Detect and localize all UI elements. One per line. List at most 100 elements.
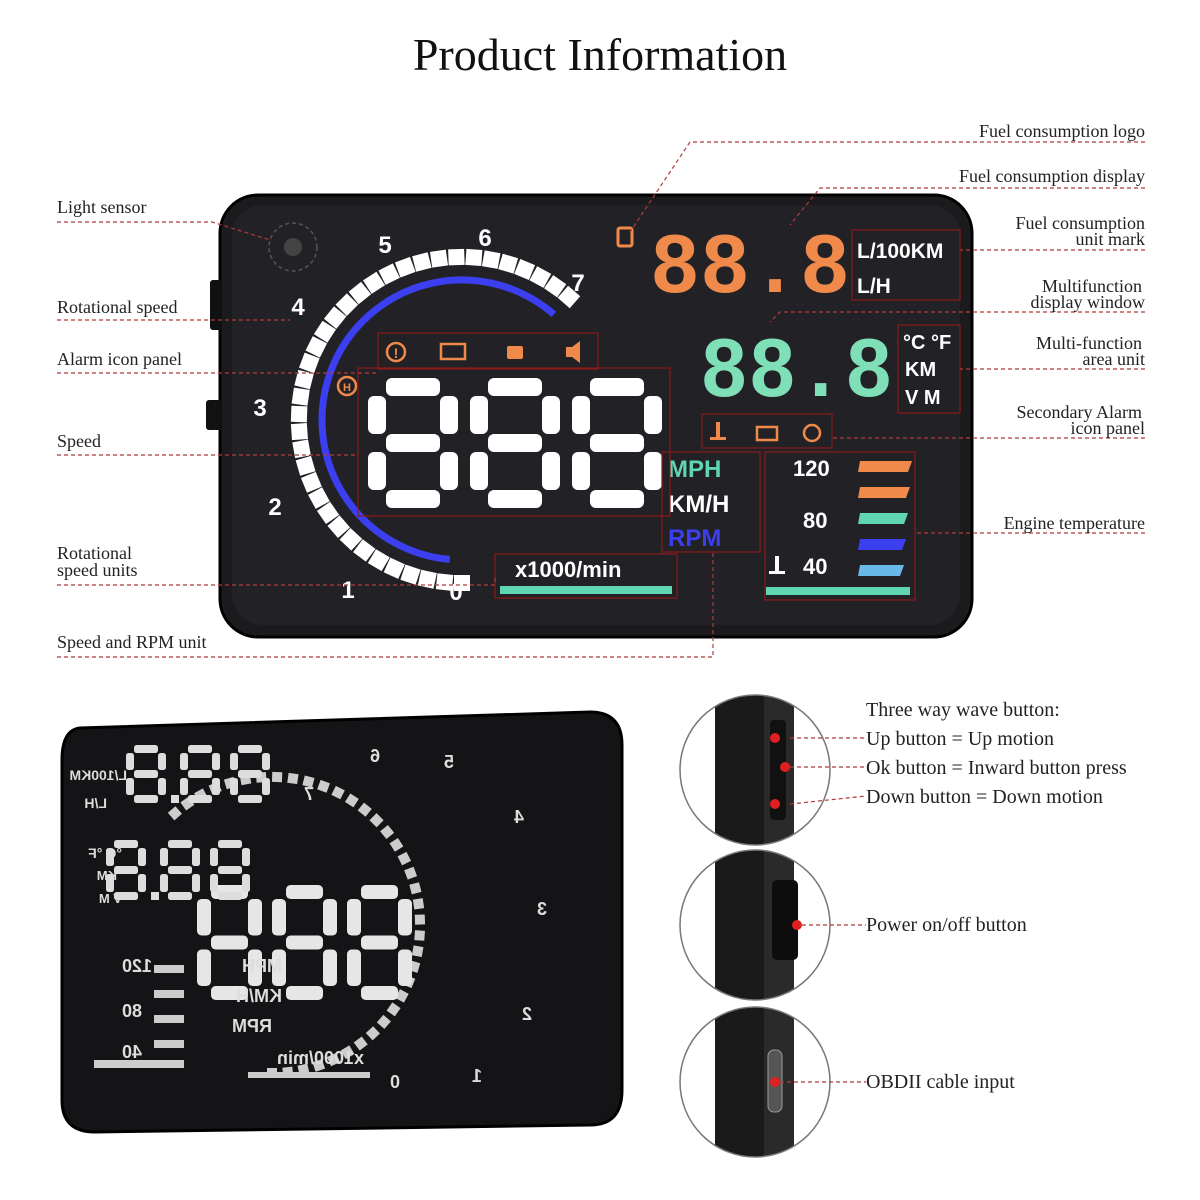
segment — [248, 949, 262, 986]
segment — [248, 899, 262, 936]
temp-80: 80 — [122, 1001, 142, 1021]
rpm-arc — [318, 276, 557, 563]
rpm-tick — [340, 1045, 355, 1060]
obd-port-marker — [770, 1077, 780, 1087]
box-secondary-alarm — [701, 413, 833, 449]
temp-bar — [858, 539, 906, 550]
gauge-number-5: 5 — [444, 752, 454, 772]
segment — [262, 778, 270, 795]
rpm-tick — [367, 549, 390, 572]
coolant-temp-icon — [710, 422, 726, 440]
gauge-number-7: 7 — [304, 784, 314, 804]
rpm-tick — [380, 824, 395, 840]
label-engine-temp: Engine temperature — [1003, 513, 1145, 533]
rpm-tick — [326, 1052, 341, 1067]
segment — [470, 452, 488, 490]
rpm-tick — [312, 1059, 326, 1072]
rpm-tick — [465, 248, 483, 266]
segment — [488, 378, 542, 396]
segment — [218, 892, 242, 900]
decimal-point — [151, 892, 159, 900]
rpm-tick — [291, 387, 310, 406]
rpm-tick — [498, 253, 519, 274]
rpm-tick — [529, 266, 552, 288]
rpm-tick — [287, 772, 299, 785]
segment — [126, 753, 134, 770]
rpm-tick — [429, 249, 449, 268]
segment — [211, 935, 248, 950]
unit-kmh: KM/H — [668, 491, 729, 518]
gauge-number-0: 0 — [390, 1072, 400, 1092]
segment — [590, 490, 644, 508]
ok-button-note: Ok button = Inward button press — [866, 757, 1127, 779]
temp-bar — [858, 487, 910, 498]
speed-digits — [197, 885, 412, 1000]
rpm-tick — [353, 1036, 368, 1051]
temp-bar — [154, 965, 184, 973]
rpm-tick — [339, 527, 363, 551]
segment — [168, 866, 192, 874]
side-button — [210, 280, 222, 330]
warning-icon: ! — [385, 341, 407, 363]
rpm-tick — [481, 250, 501, 269]
page-title: Product Information — [412, 29, 788, 80]
temp-120: 120 — [793, 456, 830, 481]
fuel-unit-l100km: L/100KM — [69, 767, 127, 783]
rpm-tick — [454, 575, 470, 591]
segment — [238, 770, 262, 778]
fuel-digits — [126, 745, 270, 803]
label-secondary-alarm-1: Secondary Alarm — [1016, 402, 1142, 422]
rpm-tick — [335, 293, 359, 316]
coffee-cup-icon — [507, 346, 523, 359]
segment — [168, 892, 192, 900]
rpm-tick — [435, 573, 454, 591]
label-speed-rpm-unit: Speed and RPM unit — [57, 632, 207, 652]
gauge-number-2: 2 — [522, 1004, 532, 1024]
rpm-tick — [300, 471, 322, 493]
segment — [440, 396, 458, 434]
rpm-tick — [357, 802, 372, 817]
rpm-unit-label: x1000/min — [515, 557, 621, 582]
fuel-unit-lh: L/H — [857, 275, 891, 298]
segment — [398, 899, 412, 936]
rpm-tick — [414, 930, 425, 941]
label-fuel-unit-1: Fuel consumption — [1015, 213, 1146, 233]
segment — [386, 378, 440, 396]
svg-text:!: ! — [394, 345, 399, 361]
rpm-tick — [344, 793, 359, 808]
segment — [114, 892, 138, 900]
seven-segment-digits — [368, 378, 662, 508]
gauge-number-2: 2 — [268, 494, 281, 521]
speed-digits — [368, 378, 662, 508]
segment — [106, 848, 114, 866]
label-multi-window-2: display window — [1030, 292, 1146, 312]
segment — [286, 885, 323, 899]
engine-temp-bars — [858, 461, 912, 576]
segment — [134, 795, 158, 803]
light-sensor-icon — [268, 222, 318, 272]
segment — [106, 874, 114, 892]
multi-unit-km: KM — [97, 868, 117, 883]
decimal-point — [171, 795, 179, 803]
segment — [158, 753, 166, 770]
obd-input-note: OBDII cable input — [866, 1071, 1015, 1093]
box-fuel-unit — [851, 229, 961, 301]
rpm-tick — [271, 771, 283, 783]
rpm-tick — [294, 369, 314, 390]
obd-port-closeup — [680, 1007, 830, 1157]
segment — [160, 874, 168, 892]
gauge-icon — [802, 423, 822, 443]
segment — [188, 770, 212, 778]
fuel-digits: 88.8 — [650, 220, 850, 318]
unit-rpm: RPM — [668, 525, 721, 552]
rpm-tick — [369, 813, 384, 828]
svg-text:H: H — [343, 382, 351, 394]
rpm-tick — [167, 806, 182, 821]
segment — [134, 770, 158, 778]
fuel-unit-lh: L/H — [84, 795, 107, 811]
rpm-tick — [378, 263, 400, 285]
rpm-tick — [290, 405, 308, 423]
gauge-number-7: 7 — [571, 270, 584, 297]
segment — [488, 490, 542, 508]
